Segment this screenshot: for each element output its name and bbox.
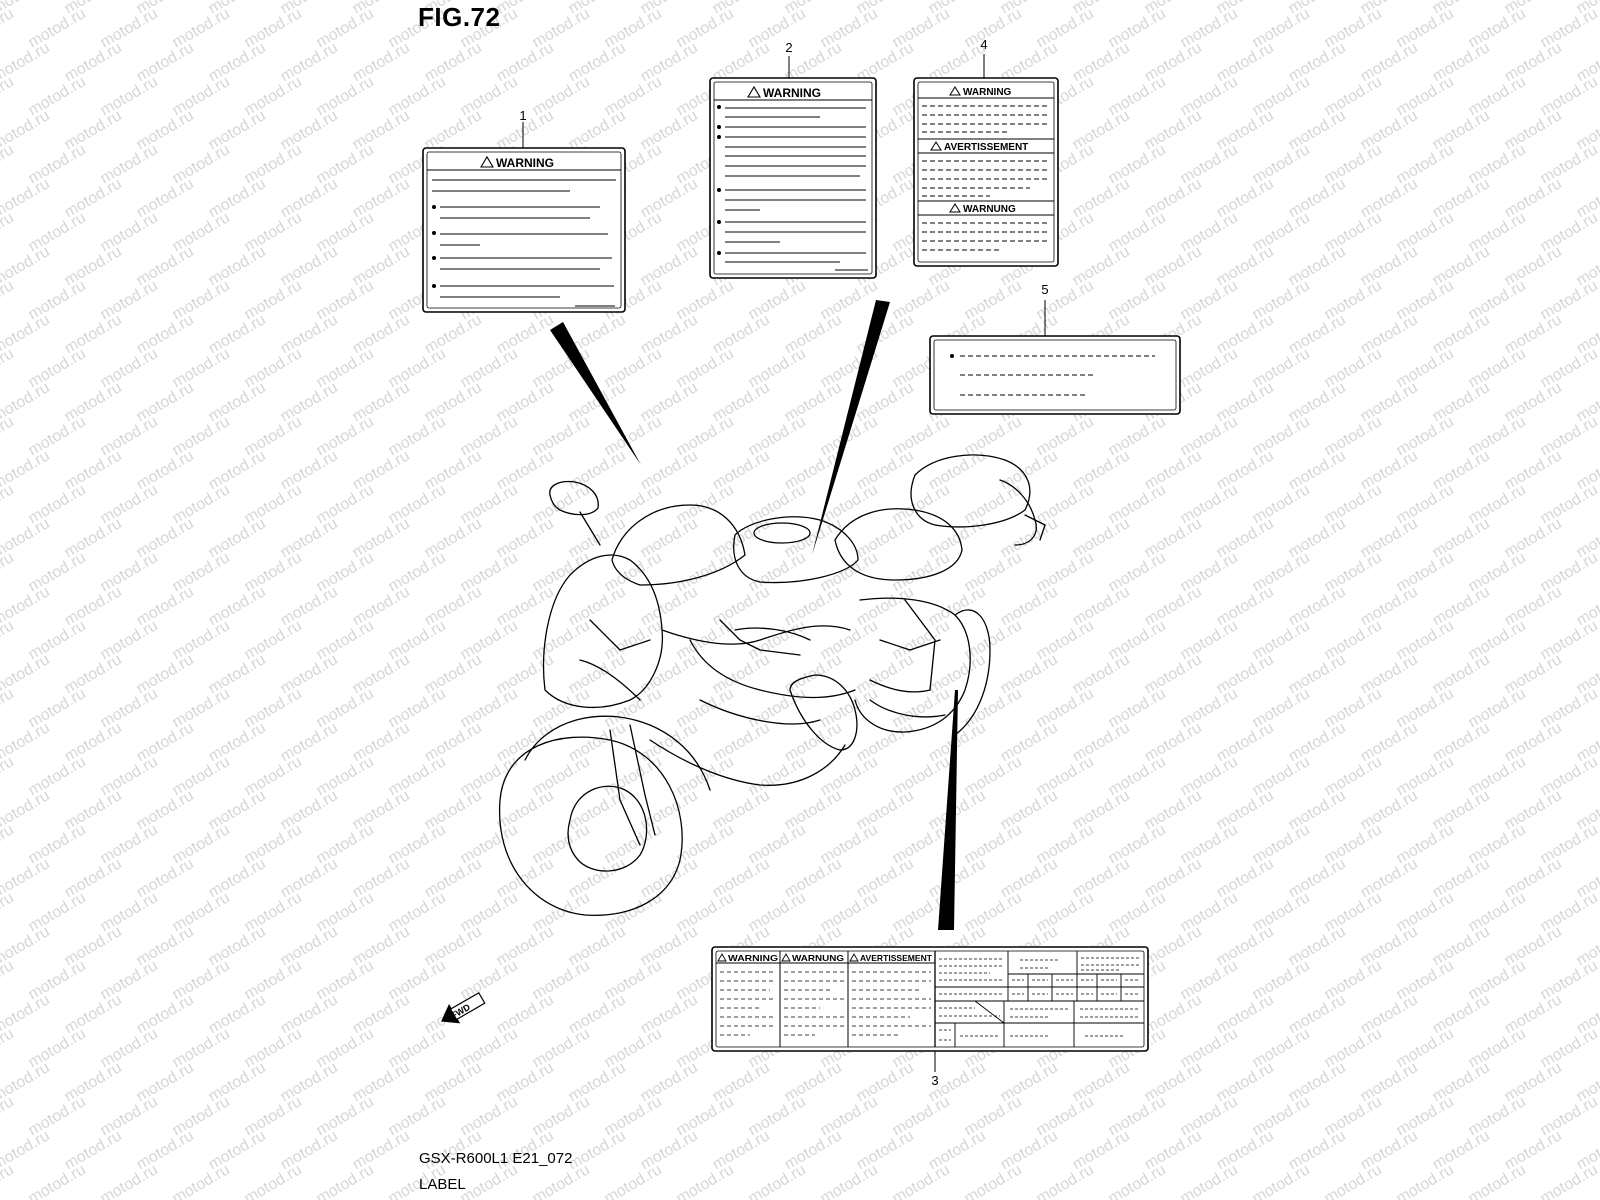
label-3-header-1: WARNING [728, 953, 778, 963]
label-3-header-2: WARNUNG [792, 953, 844, 963]
callout-3: 3 [931, 1073, 938, 1088]
figure-caption: LABEL [419, 1176, 466, 1193]
label-4-header-1: WARNING [963, 87, 1012, 98]
label-3-header-3: AVERTISSEMENT [860, 953, 933, 963]
label-2-header: WARNING [763, 86, 821, 100]
label-4-header-2: AVERTISSEMENT [944, 142, 1028, 153]
label-4-header-3: WARNUNG [963, 204, 1016, 215]
callout-4: 4 [980, 37, 987, 52]
figure-title: FIG.72 [418, 2, 501, 32]
callout-1: 1 [519, 108, 526, 123]
model-code: GSX-R600L1 E21_072 [419, 1150, 573, 1167]
label-1-header: WARNING [496, 156, 554, 170]
fwd-text: FWD [449, 1002, 472, 1021]
callout-5: 5 [1041, 282, 1048, 297]
callout-2: 2 [785, 40, 792, 55]
